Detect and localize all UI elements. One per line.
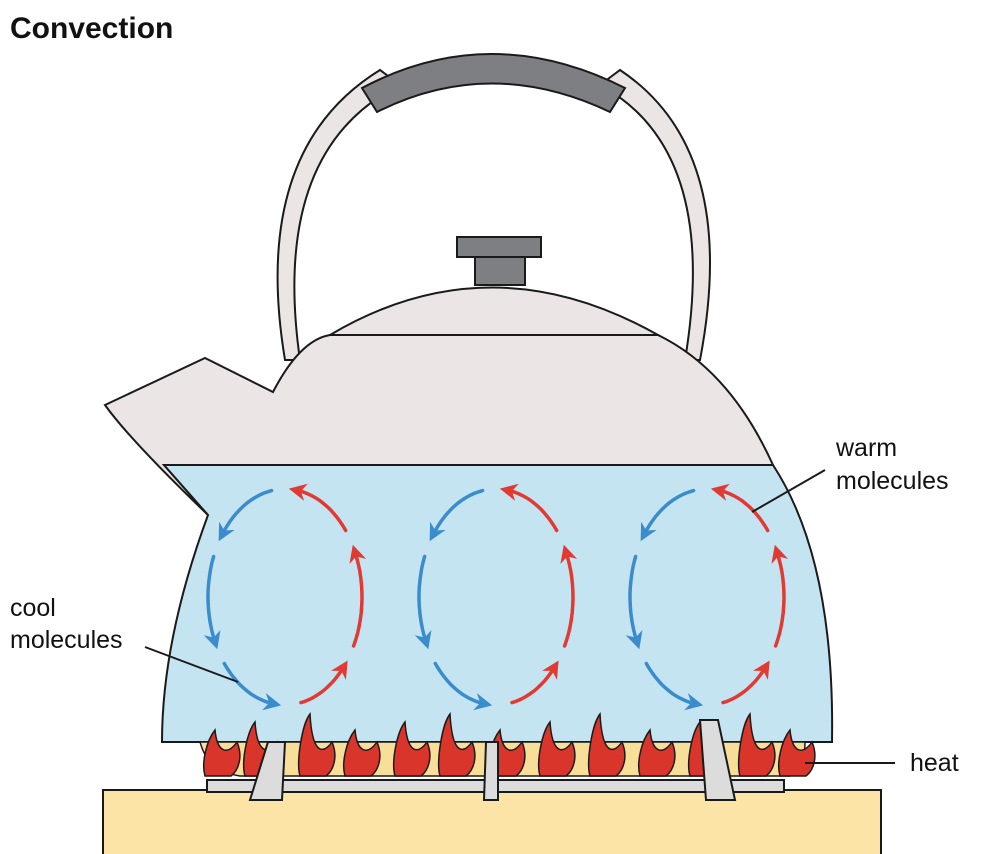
cool-arrow [218,488,274,542]
warm-arrow [710,483,770,533]
warm-arrow [499,483,559,533]
flame [297,711,336,777]
kettle-body [103,236,775,516]
burner-support-left [248,741,287,801]
heat-label: heat [910,749,959,777]
warm-label-line1: warm [835,434,897,462]
flame [778,728,816,777]
warm-arrow [721,660,770,705]
cool-arrow [625,554,643,650]
convection-cells [203,483,789,711]
warm-arrow [771,544,789,648]
flame [393,720,431,777]
cool-leader-line [144,646,239,683]
flame [437,711,476,777]
kettle-lid [326,286,662,336]
cool-arrow [433,661,493,711]
lid-knob-top [456,236,542,258]
cool-arrow [640,488,696,542]
cool-arrow [203,554,221,650]
flame [737,711,776,777]
cool-arrow [414,554,432,650]
flame [587,711,626,777]
diagram-title: Convection [10,12,173,45]
kettle-handle [276,53,711,361]
burner-support-right [698,719,737,801]
cool-arrow [644,661,704,711]
warm-label-line2: molecules [836,467,949,495]
flame [343,728,381,777]
warm-leader-line [751,469,826,513]
cool-arrow [429,488,485,542]
warm-arrow [288,483,348,533]
flame [203,728,241,777]
cool-arrow [222,661,282,711]
burner-support-center [482,741,499,801]
cool-label-line1: cool [10,594,56,622]
warm-arrow [299,660,348,705]
warm-arrow [510,660,559,705]
flame [538,720,576,777]
water [160,464,834,743]
cool-label-line2: molecules [10,626,123,654]
warm-arrow [349,544,367,648]
flame [638,728,676,777]
lid-knob-base [474,254,526,286]
warm-arrow [560,544,578,648]
handle-grip [360,53,627,114]
